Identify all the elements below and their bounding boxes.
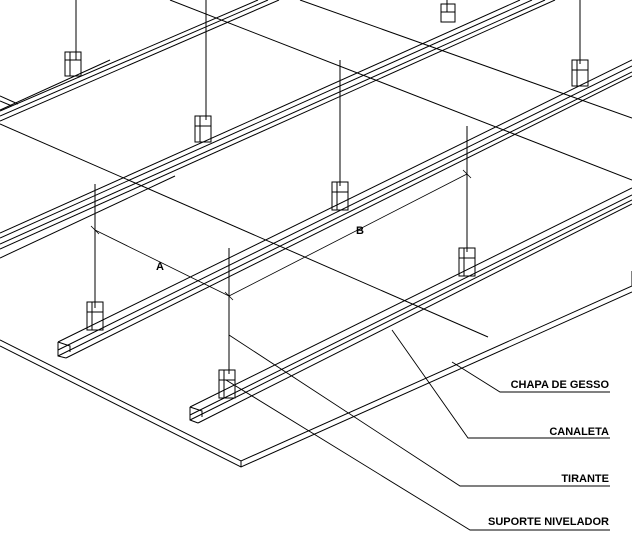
board-joint (0, 59, 111, 111)
dimension-a-line (94, 229, 230, 297)
channel-3 (57, 59, 632, 359)
board-joint (299, 0, 632, 119)
dimension-a-label: A (156, 261, 164, 273)
hanger-rods (75, 0, 581, 374)
leader-suporte (225, 379, 610, 531)
leader-canaleta (391, 329, 610, 439)
leader-tirante (228, 334, 610, 487)
leveling-support (86, 301, 104, 331)
callout-chapa-de-gesso: CHAPA DE GESSO (511, 379, 610, 391)
leveling-support (64, 51, 82, 77)
dimension-b-label: B (356, 225, 364, 237)
leveling-supports (64, 3, 589, 399)
board-joint (169, 0, 632, 181)
dimension-lines (90, 169, 472, 301)
channel-1 (0, 0, 280, 122)
callout-suporte-nivelador: SUPORTE NIVELADOR (488, 516, 609, 528)
leader-lines (225, 329, 610, 531)
board-joint (0, 123, 489, 338)
leveling-support (571, 59, 589, 87)
channel-2 (0, 0, 556, 250)
leveling-support (331, 181, 349, 211)
callout-canaleta: CANALETA (549, 426, 609, 438)
channel-4 (189, 187, 632, 424)
dimension-b-line (228, 173, 468, 297)
board-joint (0, 175, 176, 259)
leader-chapa (451, 361, 610, 393)
leveling-support (440, 3, 456, 23)
leveling-support (218, 369, 236, 399)
leveling-support (194, 115, 212, 143)
callout-tirante: TIRANTE (561, 473, 609, 485)
gypsum-board (0, 0, 632, 468)
board-outline (0, 271, 632, 462)
leveling-support (458, 247, 476, 277)
